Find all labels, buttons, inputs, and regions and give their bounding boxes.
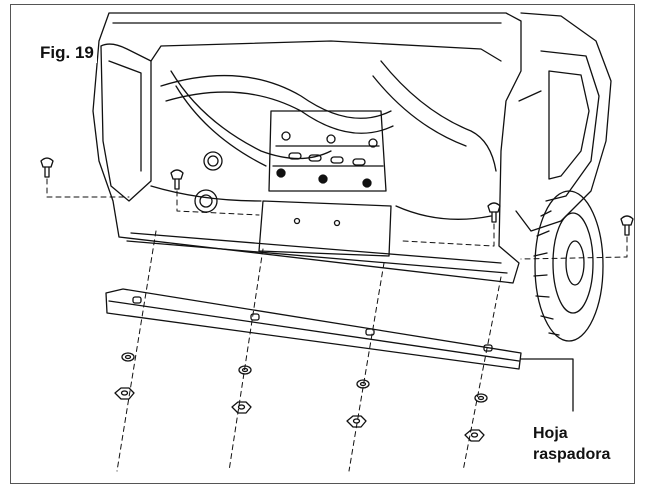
callout-label: Hoja raspadora	[533, 423, 610, 465]
auger-housing	[92, 12, 522, 284]
scraper-blade	[105, 288, 522, 370]
wheel	[533, 190, 604, 342]
housing-ports	[194, 151, 223, 213]
callout-line-1: Hoja	[533, 425, 568, 442]
callout-leader	[520, 358, 574, 412]
gearbox-plate	[258, 110, 392, 257]
callout-line-2: raspadora	[533, 446, 611, 463]
figure-number: Fig. 19	[37, 43, 97, 63]
side-panel	[515, 12, 612, 232]
figure-frame: Fig. 19 Hoja raspadora	[10, 4, 635, 484]
auger-spirals	[150, 60, 497, 220]
carriage-bolts	[40, 157, 634, 236]
lock-washers	[121, 352, 488, 403]
hex-nuts	[114, 387, 485, 442]
snowblower-auger-housing-drawing	[40, 12, 634, 472]
